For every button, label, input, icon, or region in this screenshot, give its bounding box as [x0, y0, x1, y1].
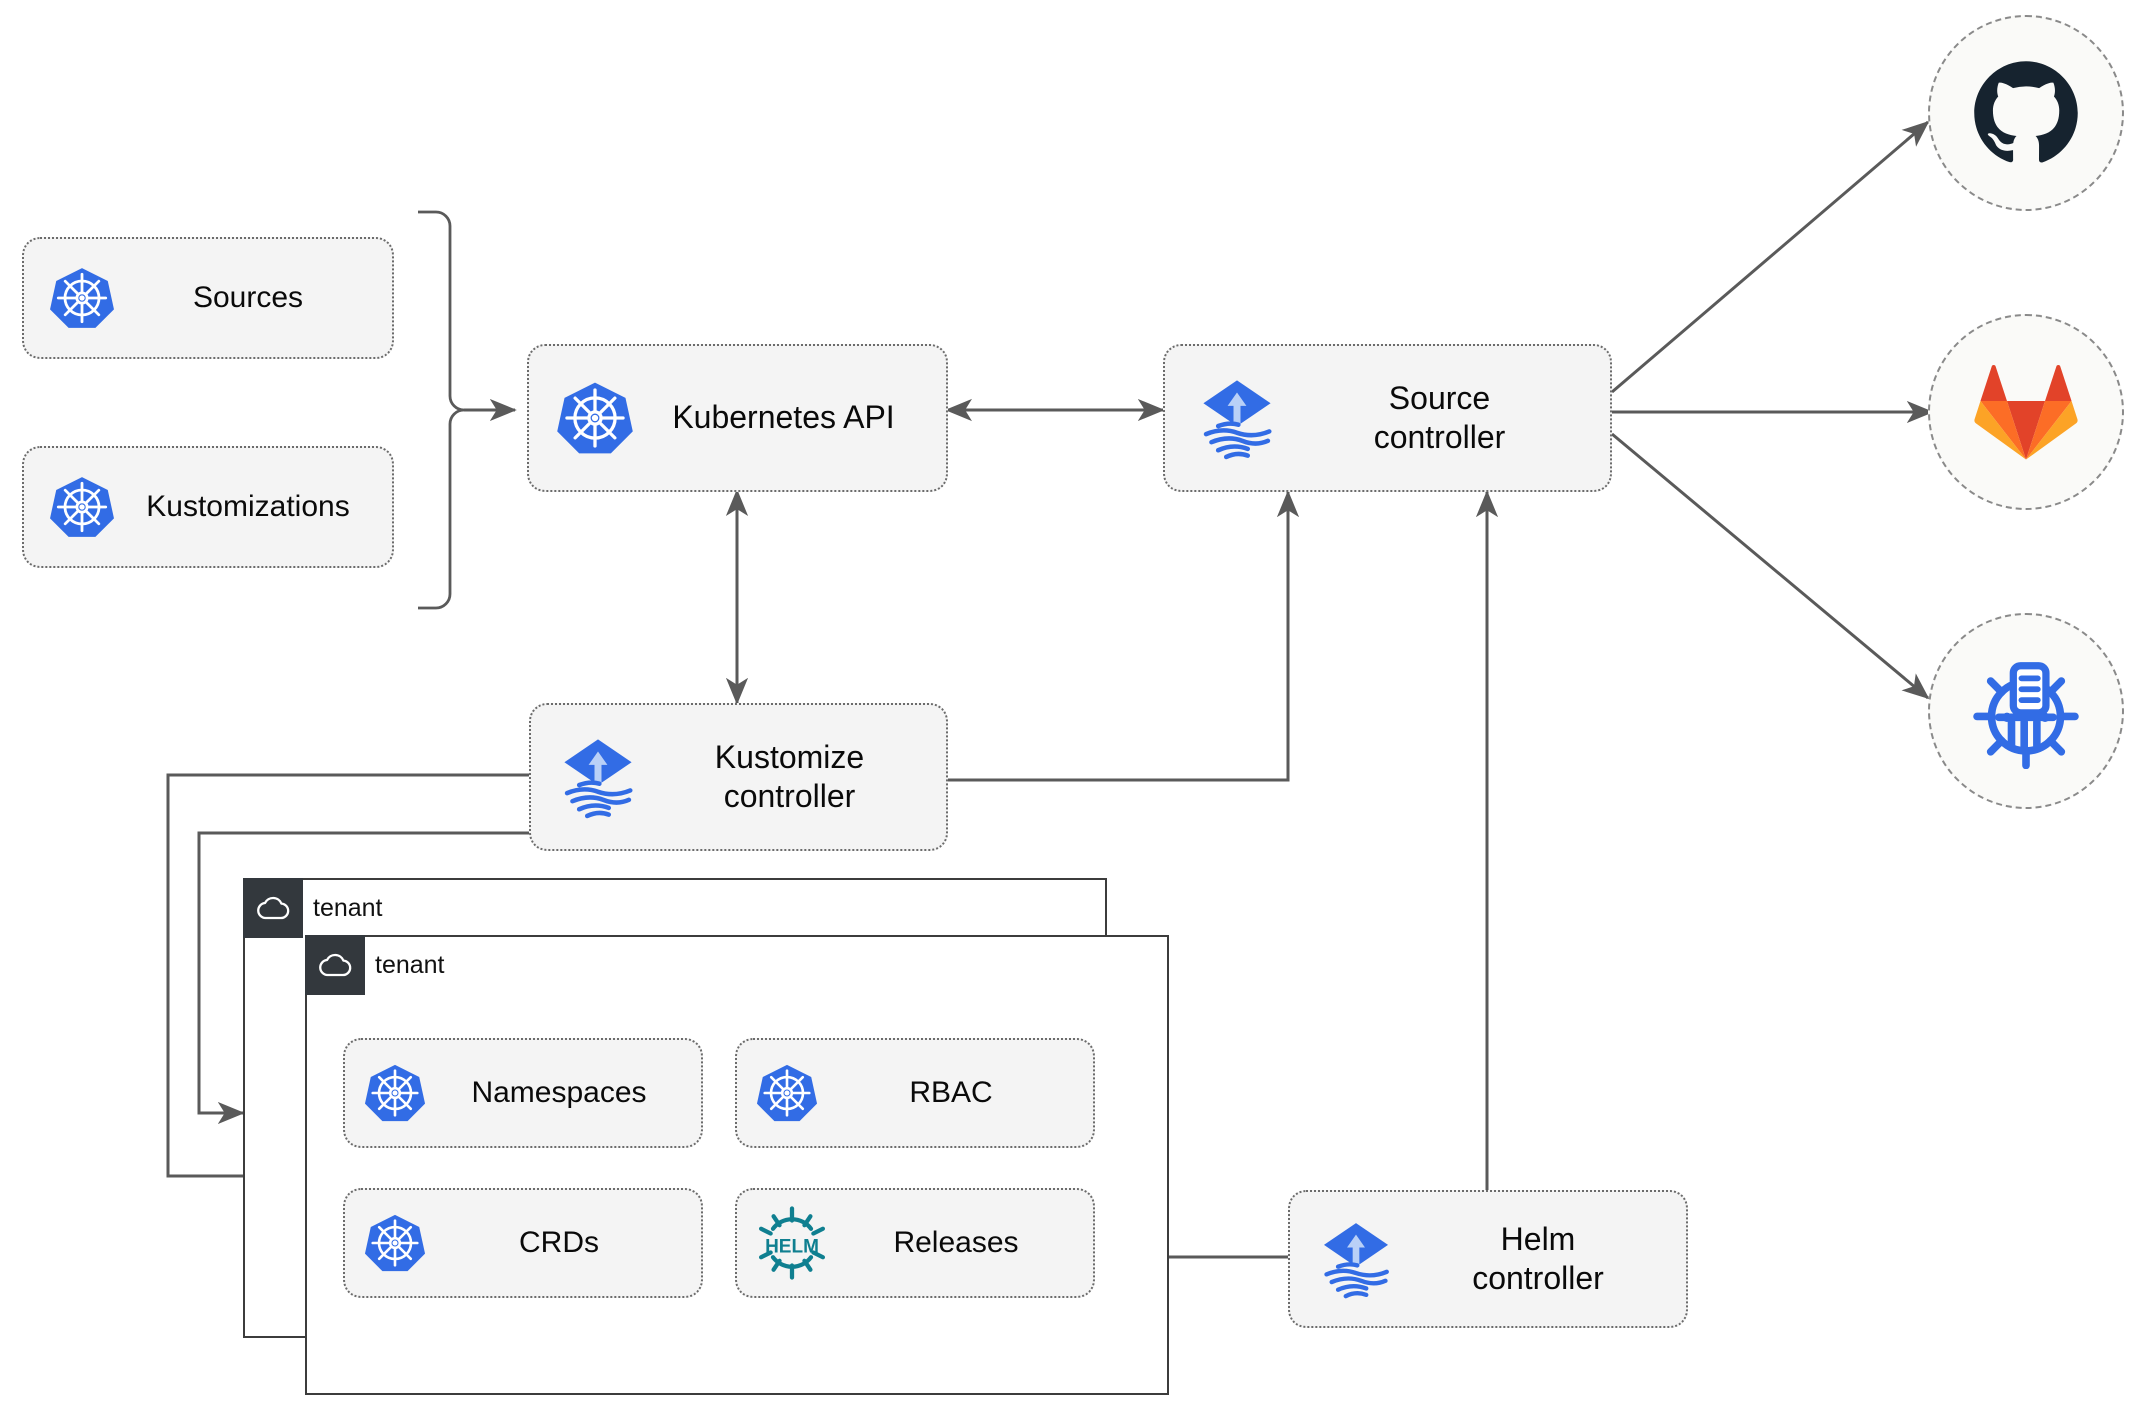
- node-releases[interactable]: HELM Releases: [735, 1188, 1095, 1298]
- tenant-header-back: [243, 878, 303, 938]
- node-github[interactable]: [1928, 15, 2124, 211]
- node-label: Namespaces: [471, 1075, 647, 1109]
- node-gitlab[interactable]: [1928, 314, 2124, 510]
- arrow-source-to-github: [1611, 120, 1930, 394]
- node-label: Helm controller: [1472, 1220, 1604, 1296]
- helm-wordmark: HELM: [765, 1237, 819, 1258]
- node-helm-controller[interactable]: Helm controller: [1288, 1190, 1688, 1328]
- node-label: CRDs: [519, 1225, 599, 1259]
- flux-icon: [1185, 375, 1289, 461]
- cloud-icon: [257, 896, 290, 920]
- node-label: Kustomizations: [146, 489, 350, 523]
- node-label: Kustomize controller: [714, 738, 865, 814]
- kubernetes-icon: [549, 379, 641, 457]
- tenant-label-back: tenant: [313, 894, 383, 922]
- node-crds[interactable]: CRDs: [343, 1188, 703, 1298]
- flux-icon: [547, 734, 649, 820]
- node-rbac[interactable]: RBAC: [735, 1038, 1095, 1148]
- brace-connector: [418, 210, 465, 610]
- kubernetes-icon: [751, 1062, 823, 1124]
- kubernetes-icon: [42, 265, 122, 331]
- cloud-icon: [319, 953, 352, 977]
- tenant-header-front: [305, 935, 365, 995]
- node-label: Source controller: [1373, 379, 1506, 455]
- tenant-container-front[interactable]: [305, 935, 1169, 1395]
- node-kustomize-controller[interactable]: Kustomize controller: [529, 703, 948, 851]
- kubernetes-icon: [359, 1062, 431, 1124]
- kubernetes-icon: [359, 1212, 431, 1274]
- flux-icon: [1306, 1218, 1406, 1300]
- node-label: Kubernetes API: [672, 399, 895, 436]
- arrow-kustomize-to-source: [948, 490, 1300, 782]
- node-namespaces[interactable]: Namespaces: [343, 1038, 703, 1148]
- arrow-source-to-helm-repo: [1611, 432, 1930, 700]
- tenant-label-front: tenant: [375, 951, 445, 979]
- helm-repo-icon: [1973, 662, 2079, 769]
- node-kubernetes-api[interactable]: Kubernetes API: [527, 344, 948, 492]
- node-kustomizations[interactable]: Kustomizations: [22, 446, 394, 568]
- node-label: Releases: [893, 1225, 1019, 1259]
- node-source-controller[interactable]: Source controller: [1163, 344, 1612, 492]
- gitlab-icon: [1974, 365, 2078, 460]
- node-sources[interactable]: Sources: [22, 237, 394, 359]
- helm-icon: HELM: [751, 1205, 833, 1281]
- node-label: Sources: [192, 280, 304, 314]
- node-label: RBAC: [909, 1075, 993, 1109]
- node-helm-repository[interactable]: [1928, 613, 2124, 809]
- kubernetes-icon: [42, 474, 122, 540]
- github-icon: [1974, 61, 2078, 163]
